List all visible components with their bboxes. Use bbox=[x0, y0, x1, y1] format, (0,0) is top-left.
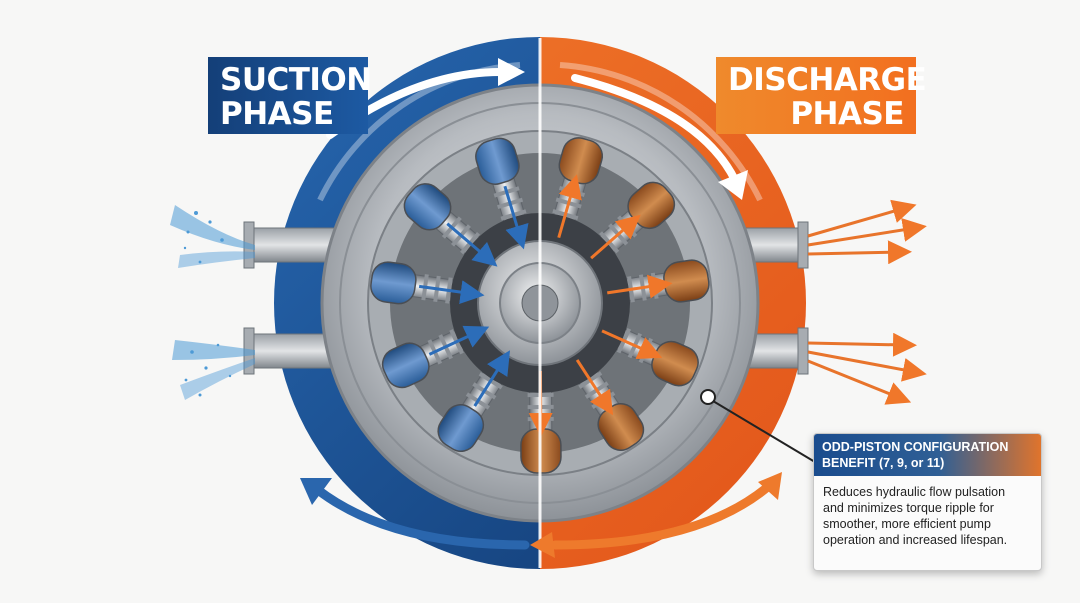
callout-body: Reduces hydraulic flow pulsation and min… bbox=[814, 476, 1041, 556]
callout-body-line4: operation and increased lifespan. bbox=[823, 533, 1008, 547]
callout-title-line1: ODD-PISTON CONFIGURATION bbox=[822, 440, 1009, 454]
discharge-label-line2: PHASE bbox=[790, 96, 904, 132]
suction-label-line2: PHASE bbox=[220, 96, 334, 132]
callout-marker bbox=[700, 389, 716, 405]
flow-arrow-icon bbox=[446, 222, 498, 267]
flow-arrow-icon bbox=[418, 280, 485, 305]
piston-direction-arrows bbox=[418, 174, 673, 437]
callout-body-line2: and minimizes torque ripple for bbox=[823, 501, 994, 515]
suction-phase-label: SUCTION PHASE bbox=[208, 57, 372, 134]
flow-arrow-icon bbox=[590, 214, 641, 260]
flow-arrow-icon bbox=[601, 329, 663, 360]
callout-body-line1: Reduces hydraulic flow pulsation bbox=[823, 485, 1006, 499]
flow-arrow-icon bbox=[607, 274, 673, 299]
discharge-label-line1: DISCHARGE bbox=[728, 62, 927, 98]
suction-spray bbox=[170, 205, 255, 400]
callout-leader bbox=[712, 400, 821, 466]
flow-arrow-icon bbox=[557, 174, 582, 239]
benefit-callout: ODD-PISTON CONFIGURATION BENEFIT (7, 9, … bbox=[813, 433, 1042, 571]
flow-arrow-icon bbox=[428, 325, 490, 356]
callout-body-line3: smoother, more efficient pump bbox=[823, 517, 991, 531]
callout-title: ODD-PISTON CONFIGURATION BENEFIT (7, 9, … bbox=[814, 434, 1041, 476]
discharge-flow-arrows bbox=[807, 199, 927, 405]
flow-arrow-icon bbox=[503, 185, 529, 250]
flow-arrow-icon bbox=[473, 350, 511, 407]
callout-title-line2: BENEFIT (7, 9, or 11) bbox=[822, 456, 945, 470]
flow-arrow-icon bbox=[575, 359, 614, 416]
suction-label-line1: SUCTION bbox=[220, 62, 372, 98]
discharge-phase-label: DISCHARGE PHASE bbox=[716, 57, 927, 134]
